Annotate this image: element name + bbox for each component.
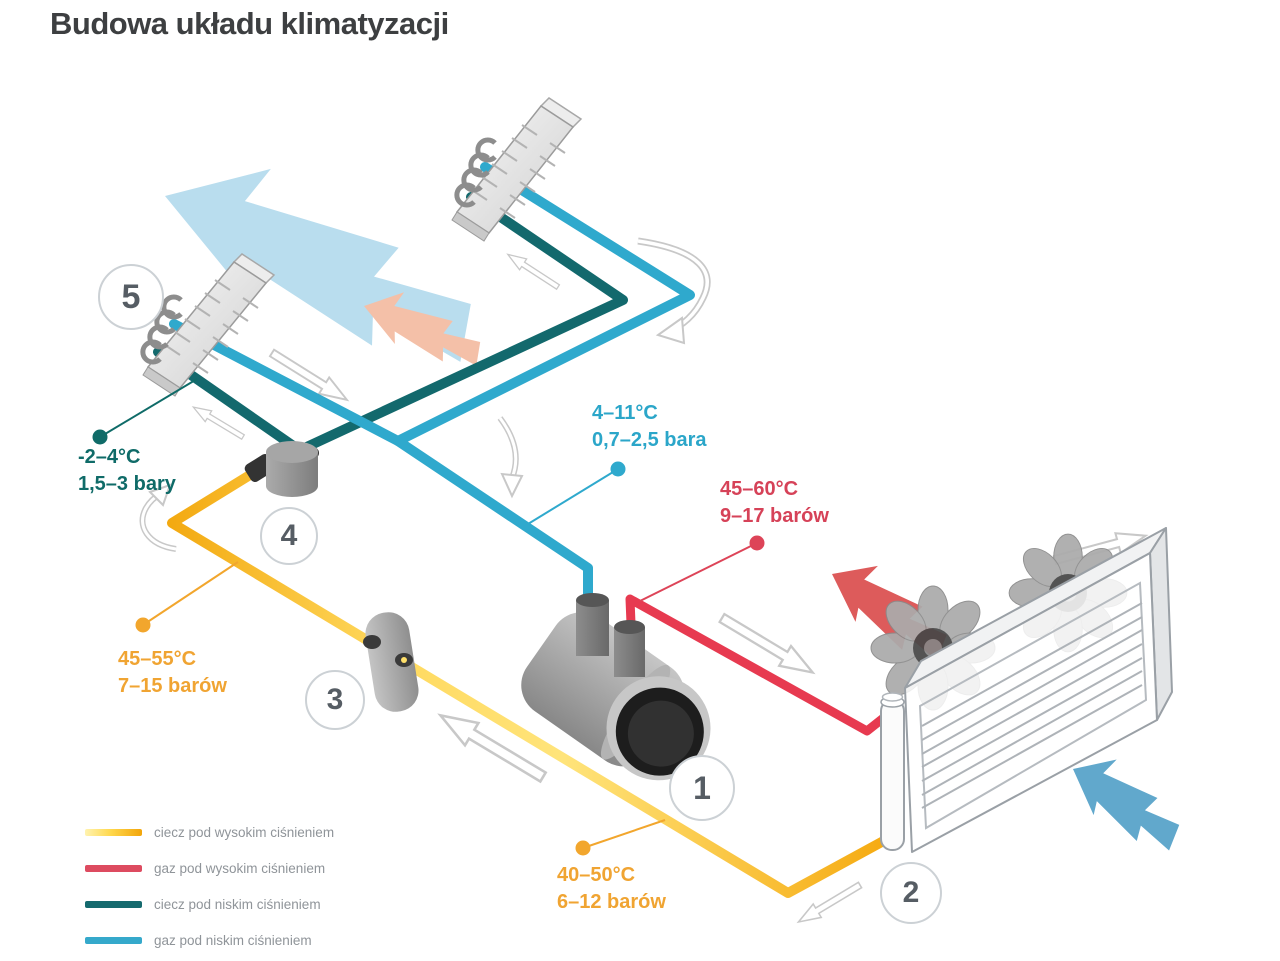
- label-suction-gas: 4–11°C 0,7–2,5 bara: [592, 400, 707, 454]
- label-liquid-line-condenser: 40–50°C 6–12 barów: [557, 862, 666, 916]
- evaporator-rear: [451, 97, 583, 242]
- legend-label: gaz pod niskim ciśnieniem: [154, 932, 312, 948]
- curved-flow-arrow: [637, 237, 711, 345]
- legend-swatch-liquid-low-pressure: [85, 900, 142, 908]
- legend-item: gaz pod wysokim ciśnieniem: [85, 850, 334, 886]
- pipes: [153, 162, 896, 898]
- pressure-value: 6–12 barów: [557, 891, 666, 913]
- label-evaporator-outlet: -2–4°C 1,5–3 bary: [78, 444, 176, 498]
- pressure-value: 9–17 barów: [720, 505, 829, 527]
- label-liquid-line-valve: 45–55°C 7–15 barów: [118, 646, 227, 700]
- pressure-value: 7–15 barów: [118, 675, 227, 697]
- condenser-slats: [921, 602, 1143, 809]
- condenser: [870, 527, 1173, 853]
- marker-4-expansion-valve: 4: [260, 507, 318, 565]
- pressure-value: 0,7–2,5 bara: [592, 429, 707, 451]
- legend-swatch-gas-high-pressure: [85, 864, 142, 872]
- temp-value: 4–11°C: [592, 402, 658, 424]
- label-leaders: [92, 378, 765, 856]
- curved-flow-arrow: [139, 483, 177, 552]
- evaporator-front: [140, 253, 276, 397]
- legend-item: gaz pod niskim ciśnieniem: [85, 922, 334, 958]
- legend-item: ciecz pod wysokim ciśnieniem: [85, 814, 334, 850]
- evaporator-coils: [454, 137, 497, 208]
- legend-item: ciecz pod niskim ciśnieniem: [85, 886, 334, 922]
- receiver-drier: [363, 612, 419, 712]
- expansion-valve: [244, 441, 319, 497]
- temp-value: 40–50°C: [557, 864, 636, 886]
- marker-2-condenser: 2: [880, 862, 942, 924]
- compressor: [521, 593, 711, 781]
- marker-1-compressor: 1: [669, 755, 735, 821]
- legend-label: ciecz pod wysokim ciśnieniem: [154, 824, 335, 840]
- legend: ciecz pod wysokim ciśnieniem gaz pod wys…: [85, 814, 334, 958]
- flow-arrows: [139, 237, 1150, 930]
- legend-label: ciecz pod niskim ciśnieniem: [154, 896, 321, 912]
- pressure-value: 1,5–3 bary: [78, 473, 176, 495]
- marker-5-evaporator: 5: [98, 264, 164, 330]
- label-discharge-gas: 45–60°C 9–17 barów: [720, 476, 829, 530]
- temp-value: 45–55°C: [118, 648, 197, 670]
- curved-flow-arrow: [497, 416, 524, 499]
- temp-value: -2–4°C: [78, 446, 141, 468]
- page-title: Budowa układu klimatyzacji: [50, 6, 449, 41]
- legend-label: gaz pod wysokim ciśnieniem: [154, 860, 326, 876]
- pipe-liquid-high-pressure: [167, 465, 894, 898]
- evaporator-coils: [140, 294, 183, 365]
- legend-swatch-liquid-high-pressure: [85, 828, 142, 836]
- legend-swatch-gas-low-pressure: [85, 936, 142, 944]
- temp-value: 45–60°C: [720, 478, 799, 500]
- marker-3-receiver-drier: 3: [305, 670, 365, 730]
